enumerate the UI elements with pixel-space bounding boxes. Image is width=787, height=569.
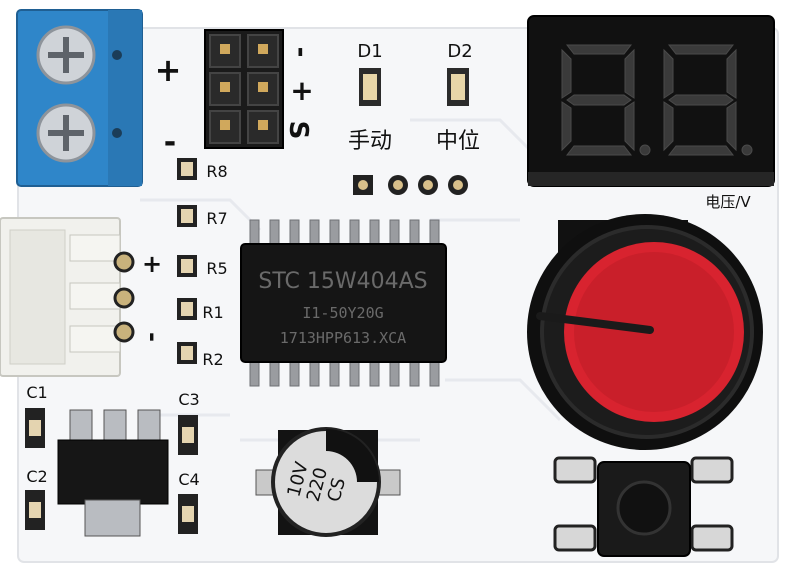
led-d1-label: D1 xyxy=(357,41,382,62)
header-minus-label: - xyxy=(286,47,316,58)
resistor-label-1: R8 xyxy=(206,162,227,181)
chip-marking-1: STC 15W404AS xyxy=(258,269,427,294)
led-d2-label: D2 xyxy=(447,41,472,62)
jst-plus-label: + xyxy=(142,250,162,278)
terminal-minus-label: - xyxy=(164,125,176,160)
smd-capacitors xyxy=(25,408,198,534)
mcu-chip xyxy=(240,219,447,387)
resistor-label-5: R2 xyxy=(202,350,223,369)
potentiometer-knob xyxy=(527,214,763,450)
seven-segment-display xyxy=(527,15,775,187)
center-label: 中位 xyxy=(436,129,480,154)
jst-minus-label: - xyxy=(139,332,167,342)
resistor-label-4: R1 xyxy=(202,303,223,322)
terminal-plus-label: + xyxy=(155,51,182,89)
chip-marking-3: 1713HPP613.XCA xyxy=(280,329,406,347)
resistor-label-2: R7 xyxy=(206,209,227,228)
manual-label: 手动 xyxy=(348,129,392,154)
cap-label-3: C3 xyxy=(178,390,199,409)
screw-terminal xyxy=(16,9,143,187)
voltage-label: 电压/V xyxy=(705,193,751,211)
led-d2 xyxy=(447,68,469,106)
header-signal-label: S xyxy=(283,121,313,140)
jst-connector xyxy=(0,217,135,377)
cap-label-1: C1 xyxy=(26,383,47,402)
resistor-label-3: R5 xyxy=(206,259,227,278)
cap-label-2: C2 xyxy=(26,467,47,486)
chip-marking-2: I1-50Y20G xyxy=(302,304,383,322)
cap-label-4: C4 xyxy=(178,470,199,489)
electrolytic-capacitor xyxy=(255,427,401,537)
header-plus-label: + xyxy=(290,74,313,107)
led-d1 xyxy=(359,68,381,106)
resistor-array xyxy=(177,158,197,364)
pin-header xyxy=(204,29,284,149)
program-pads xyxy=(353,175,468,195)
tact-switch xyxy=(553,456,734,557)
voltage-regulator xyxy=(57,409,169,537)
